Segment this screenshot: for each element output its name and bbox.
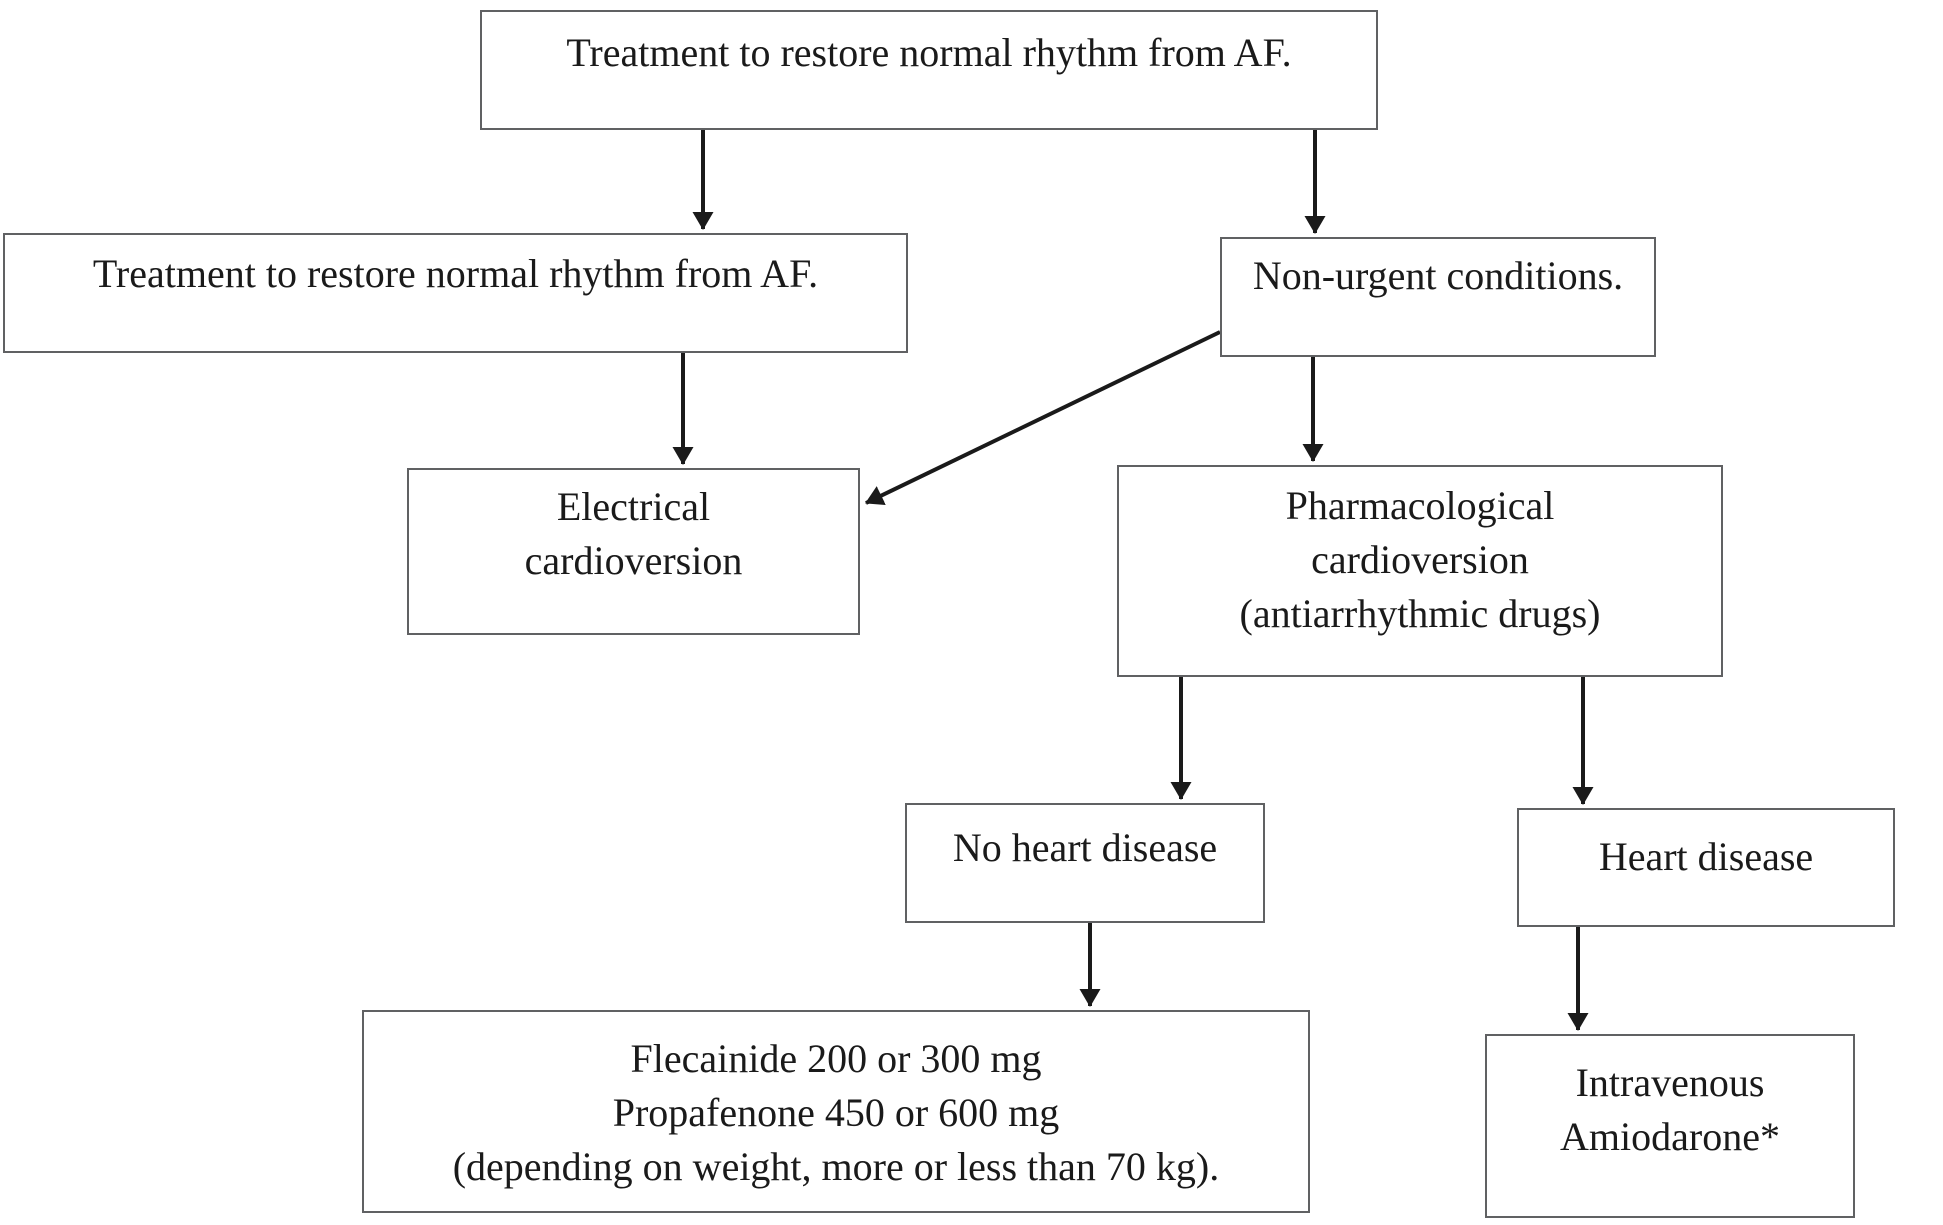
node-non-urgent-conditions: Non-urgent conditions.	[1220, 237, 1656, 357]
node-treatment-restore-rhythm-top: Treatment to restore normal rhythm from …	[480, 10, 1378, 130]
node-intravenous-amiodarone: Intravenous Amiodarone*	[1485, 1034, 1855, 1218]
node-treatment-restore-rhythm-left: Treatment to restore normal rhythm from …	[3, 233, 908, 353]
node-heart-disease: Heart disease	[1517, 808, 1895, 927]
node-pharmacological-cardioversion: Pharmacological cardioversion (antiarrhy…	[1117, 465, 1723, 677]
node-electrical-cardioversion: Electrical cardioversion	[407, 468, 860, 635]
node-flecainide-propafenone-dose: Flecainide 200 or 300 mg Propafenone 450…	[362, 1010, 1310, 1213]
node-no-heart-disease: No heart disease	[905, 803, 1265, 923]
